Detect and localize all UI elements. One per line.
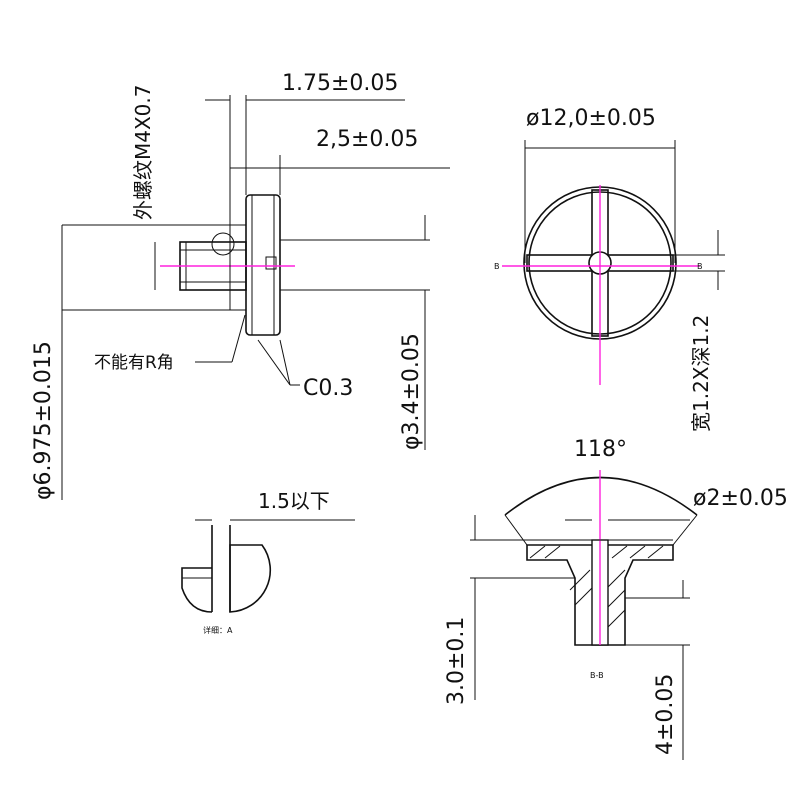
note-no-radius: 不能有R角 [94, 353, 174, 373]
dim-neck-diameter: φ3.4±0.05 [399, 333, 424, 450]
dim-total-length: 2,5±0.05 [316, 127, 418, 152]
dim-head-thickness: 1.75±0.05 [282, 71, 398, 96]
dim-height: 3.0±0.1 [444, 617, 469, 705]
thread-label: 外螺纹M4X0.7 [131, 85, 155, 221]
dim-stem: 4±0.05 [653, 674, 678, 755]
angle-label: 118° [574, 437, 627, 462]
detail-view: 1.5以下 详细：A [181, 489, 355, 635]
dim-diameter: ø12,0±0.05 [526, 106, 656, 131]
section-view: 118° ø2±0.05 3.0±0.1 4±0.05 B-B [444, 437, 788, 760]
chamfer-label: C0.3 [303, 376, 353, 401]
dim-head-diameter: φ6.975±0.015 [31, 341, 56, 500]
section-mark-right: B [697, 262, 703, 271]
dim-hole: ø2±0.05 [693, 486, 788, 511]
top-view: B B ø12,0±0.05 宽1.2X深1.2 [494, 106, 725, 432]
dim-gap: 1.5以下 [258, 489, 330, 513]
slot-note: 宽1.2X深1.2 [689, 315, 713, 432]
section-caption: B-B [590, 671, 604, 680]
section-mark-left: B [494, 262, 500, 271]
side-view: 外螺纹M4X0.7 1.75±0.05 2,5±0.05 φ6.975±0.01… [31, 71, 450, 500]
detail-caption: 详细：A [203, 625, 233, 635]
